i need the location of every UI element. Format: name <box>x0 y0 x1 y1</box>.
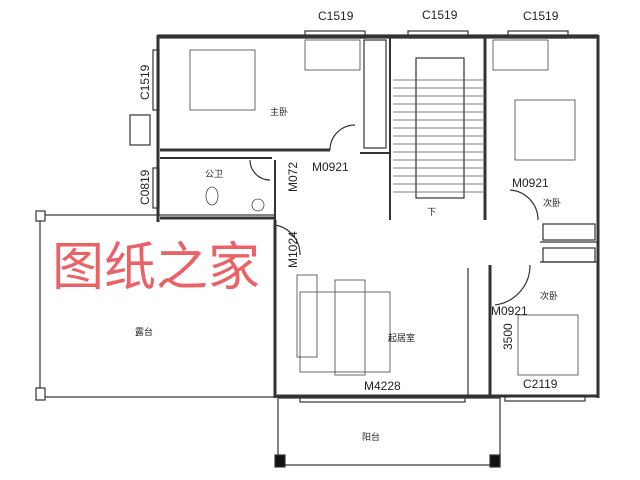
coffee-table <box>334 279 366 376</box>
door-label: M0921 <box>312 160 349 174</box>
rug <box>299 291 391 373</box>
window-label: C1519 <box>318 9 354 23</box>
stair-down-label: 下 <box>427 208 436 218</box>
lower-bed <box>517 314 579 376</box>
bathroom-label: 公卫 <box>205 169 223 180</box>
master-bedroom-label: 主卧 <box>270 106 288 118</box>
lower-bedroom-label: 次卧 <box>540 290 558 302</box>
upper-desk <box>492 39 549 71</box>
terrace-label: 露台 <box>135 326 153 338</box>
window-labels: C1519 C1519 C1519 C1519 C0819 C2119 <box>138 8 559 391</box>
door-label: M1024 <box>286 231 300 268</box>
master-bed <box>189 49 256 111</box>
door-labels: M0921 M072 M0921 M1024 M0921 M4228 3500 <box>286 160 549 393</box>
door-label: M072 <box>286 162 300 192</box>
window-label: C1519 <box>138 64 152 100</box>
watermark: 图纸之家 <box>52 238 260 298</box>
door-label: M0921 <box>491 304 528 318</box>
dimension-label: 3500 <box>501 323 515 350</box>
upper-bedroom-label: 次卧 <box>543 197 561 209</box>
balcony-label: 阳台 <box>362 431 380 443</box>
window-label: C0819 <box>138 169 152 205</box>
window-label: C1519 <box>523 9 559 23</box>
window-label: C2119 <box>523 377 558 391</box>
sink <box>251 198 265 212</box>
sofa <box>296 274 318 358</box>
living-room-label: 起居室 <box>388 332 415 344</box>
walls <box>35 30 600 468</box>
toilet <box>205 186 219 206</box>
master-desk <box>304 39 361 71</box>
stair-treads <box>393 79 483 193</box>
window-label: C1519 <box>422 8 458 22</box>
room-labels: 主卧 公卫 次卧 次卧 起居室 露台 阳台 下 <box>135 106 561 443</box>
door-label: M4228 <box>364 379 401 393</box>
door-label: M0921 <box>512 176 549 190</box>
upper-bed <box>514 99 576 161</box>
furniture <box>189 39 579 376</box>
